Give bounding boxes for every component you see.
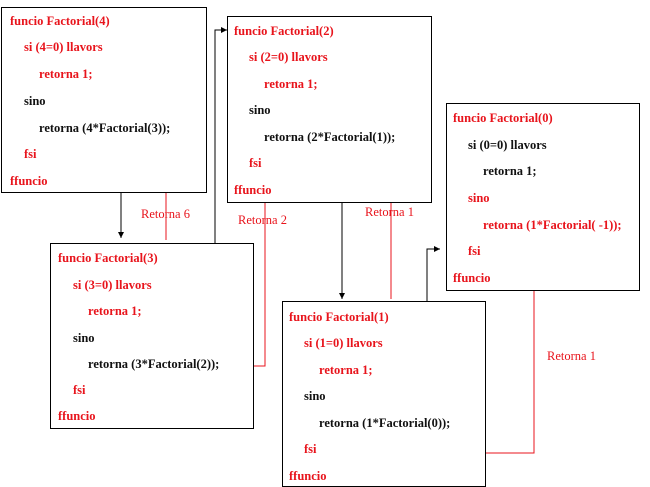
factorial-3-return-one: retorna 1; bbox=[88, 304, 142, 318]
return-label-1-b: Retorna 1 bbox=[547, 349, 596, 363]
factorial-1-return-one: retorna 1; bbox=[319, 363, 373, 377]
factorial-2-condition: si (2=0) llavors bbox=[249, 50, 328, 64]
factorial-3-header: funcio Factorial(3) bbox=[58, 251, 158, 265]
factorial-4-endfunction: ffuncio bbox=[10, 174, 48, 188]
factorial-1-header: funcio Factorial(1) bbox=[289, 310, 389, 324]
factorial-1-endif: fsi bbox=[304, 442, 317, 456]
factorial-1-box: funcio Factorial(1) si (1=0) llavors ret… bbox=[282, 301, 486, 487]
factorial-0-recursive-call: retorna (1*Factorial( -1)); bbox=[483, 218, 622, 232]
factorial-2-endfunction: ffuncio bbox=[234, 183, 272, 197]
factorial-2-endif: fsi bbox=[249, 156, 262, 170]
return-label-6: Retorna 6 bbox=[141, 207, 190, 221]
factorial-1-recursive-call: retorna (1*Factorial(0)); bbox=[319, 416, 451, 430]
factorial-3-recursive-call: retorna (3*Factorial(2)); bbox=[88, 357, 220, 371]
factorial-0-header: funcio Factorial(0) bbox=[453, 111, 553, 125]
return-label-1-a: Retorna 1 bbox=[365, 205, 414, 219]
factorial-2-else: sino bbox=[249, 103, 271, 117]
factorial-2-box: funcio Factorial(2) si (2=0) llavors ret… bbox=[227, 16, 432, 203]
return-label-2: Retorna 2 bbox=[238, 213, 287, 227]
factorial-2-header: funcio Factorial(2) bbox=[234, 24, 334, 38]
factorial-3-else: sino bbox=[73, 331, 95, 345]
factorial-0-else: sino bbox=[468, 191, 490, 205]
factorial-4-header: funcio Factorial(4) bbox=[10, 14, 110, 28]
factorial-0-return-one: retorna 1; bbox=[483, 164, 537, 178]
factorial-4-condition: si (4=0) llavors bbox=[24, 40, 103, 54]
factorial-4-else: sino bbox=[24, 94, 46, 108]
factorial-0-endfunction: ffuncio bbox=[453, 271, 491, 285]
factorial-3-endfunction: ffuncio bbox=[58, 409, 96, 423]
factorial-0-condition: si (0=0) llavors bbox=[468, 138, 547, 152]
factorial-2-recursive-call: retorna (2*Factorial(1)); bbox=[264, 130, 396, 144]
factorial-0-box: funcio Factorial(0) si (0=0) llavors ret… bbox=[446, 103, 640, 291]
factorial-4-recursive-call: retorna (4*Factorial(3)); bbox=[39, 121, 171, 135]
factorial-4-box: funcio Factorial(4) si (4=0) llavors ret… bbox=[1, 7, 207, 193]
factorial-1-condition: si (1=0) llavors bbox=[304, 336, 383, 350]
call-arrow-f3-to-f2 bbox=[214, 27, 227, 343]
factorial-1-endfunction: ffuncio bbox=[289, 469, 327, 483]
factorial-1-else: sino bbox=[304, 389, 326, 403]
factorial-3-endif: fsi bbox=[73, 383, 86, 397]
factorial-4-return-one: retorna 1; bbox=[39, 67, 93, 81]
factorial-2-return-one: retorna 1; bbox=[264, 77, 318, 91]
factorial-3-box: funcio Factorial(3) si (3=0) llavors ret… bbox=[50, 243, 254, 429]
factorial-0-endif: fsi bbox=[468, 244, 481, 258]
factorial-4-endif: fsi bbox=[24, 147, 37, 161]
factorial-3-condition: si (3=0) llavors bbox=[73, 278, 152, 292]
